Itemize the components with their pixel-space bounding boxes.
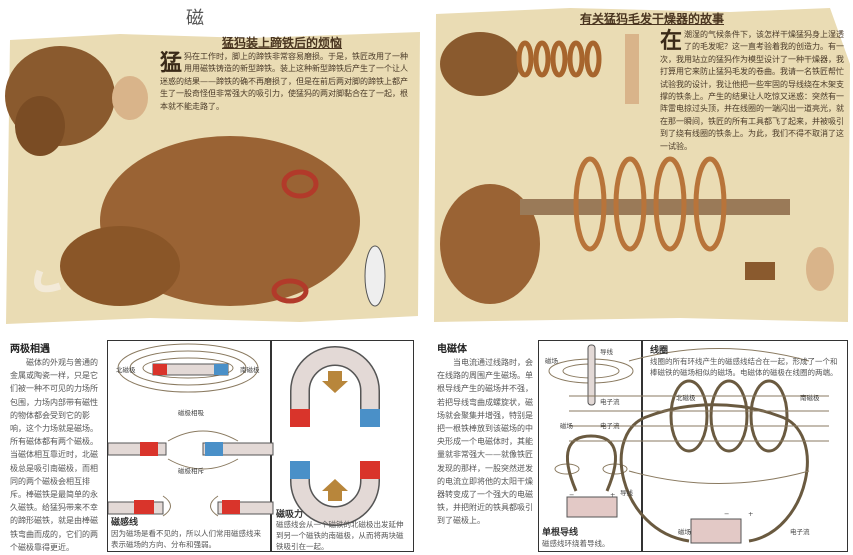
electron-label: 电子流 <box>600 422 620 430</box>
divider <box>641 341 643 551</box>
horseshoe-magnet <box>281 169 319 199</box>
wire-label: 导线 <box>600 348 613 356</box>
arrow-down-icon <box>322 371 348 393</box>
electromagnet-title: 电磁体 <box>437 344 467 355</box>
single-wire <box>587 344 596 406</box>
coil-small <box>516 40 602 78</box>
south-pole-label: 南磁极 <box>240 366 260 374</box>
coil-minus: − <box>724 510 730 518</box>
electromagnet-text: 当电流通过线路时，会在线路的周围产生磁场。单根导线产生的磁场并不强，若把导线弯曲… <box>437 358 533 526</box>
coil-field-label: 磁场 <box>678 528 691 536</box>
mammoth-large <box>440 184 540 304</box>
horseshoe-magnets <box>290 346 380 526</box>
wire-label: 导线 <box>620 489 633 497</box>
dropcap: 猛 <box>160 50 183 76</box>
story-left-title: 猛犸装上蹄铁后的烦恼 <box>222 36 343 50</box>
toolbox <box>745 262 775 280</box>
coil-north-label: 北磁极 <box>676 394 696 402</box>
story-right-title: 有关猛犸毛发干燥器的故事 <box>580 12 725 26</box>
north-pole-label: 北磁极 <box>116 366 136 374</box>
person-figure <box>364 245 386 307</box>
coil-plus: + <box>748 510 754 518</box>
wire-loop <box>566 434 617 492</box>
coil <box>619 379 809 543</box>
repel-label: 磁极相斥 <box>178 467 204 475</box>
field-label: 磁场 <box>545 357 558 365</box>
magnet-diagrams <box>108 343 380 526</box>
dropcap: 在 <box>660 28 683 54</box>
attraction-title: 磁吸力 <box>276 510 304 520</box>
blacksmith-falling <box>806 247 834 291</box>
arrow-up-icon <box>322 479 348 501</box>
story-right-text: 在潮湿的气候条件下，该怎样干燥猛犸身上湿透了的毛发呢？这一直考验着我的创造力。有… <box>660 29 844 153</box>
single-wire-text: 磁感线环绕着导线。 <box>542 539 610 548</box>
minus-sign: − <box>569 491 575 499</box>
battery <box>566 496 618 518</box>
page-heading: 磁 <box>186 8 204 29</box>
single-wire-title: 单根导线 <box>542 528 579 538</box>
coil-title: 线圈 <box>650 346 669 356</box>
field-lines-title: 磁感线 <box>111 518 139 528</box>
poles-text: 磁体的外观与普通的金属或陶瓷一样，只是它们被一种不可见的力场所包围，力场内部带有… <box>10 358 98 552</box>
field-label: 磁场 <box>560 422 573 430</box>
coil-large <box>573 156 727 252</box>
attract-label: 磁极相吸 <box>178 409 204 417</box>
mammoth-small <box>440 32 520 96</box>
battery <box>690 518 742 544</box>
story-left-body: 犸在工作时，脚上的蹄铁非常容易磨损。于是，铁匠改用了一种用用磁铁铸造的新型蹄铁。… <box>160 52 409 111</box>
mammoth-dryer-illustration <box>434 8 850 322</box>
field-lines-text: 因为磁场是看不见的，所以人们常用磁感线来表示磁场的方向、分布和强弱。 <box>111 529 261 549</box>
electron-label: 电子流 <box>600 398 620 406</box>
electromagnet-diagrams <box>548 344 829 544</box>
poles-title: 两极相遇 <box>10 344 50 355</box>
coil-text: 线圈的所有环线产生的磁感线结合在一起，形成了一个和棒磁铁的磁场相似的磁场。电磁体… <box>650 357 838 377</box>
attraction-text: 磁感线会从一个磁铁的北磁极出发延伸到另一个磁铁的南磁极，从而将两块磁铁吸引在一起… <box>276 520 404 551</box>
mammoth-horseshoe-illustration <box>5 32 420 324</box>
blacksmith-figure <box>112 76 148 120</box>
coil-electron-label: 电子流 <box>790 528 810 536</box>
story-left-text: 猛犸在工作时，脚上的蹄铁非常容易磨损。于是，铁匠改用了一种用用磁铁铸造的新型蹄铁… <box>160 51 412 131</box>
inventor-figure <box>625 34 639 104</box>
plus-sign: + <box>610 491 616 499</box>
story-right-body: 潮湿的气候条件下，该怎样干燥猛犸身上湿透了的毛发呢？这一直考验着我的创造力。有一… <box>660 30 845 151</box>
coil-south-label: 南磁极 <box>800 394 820 402</box>
